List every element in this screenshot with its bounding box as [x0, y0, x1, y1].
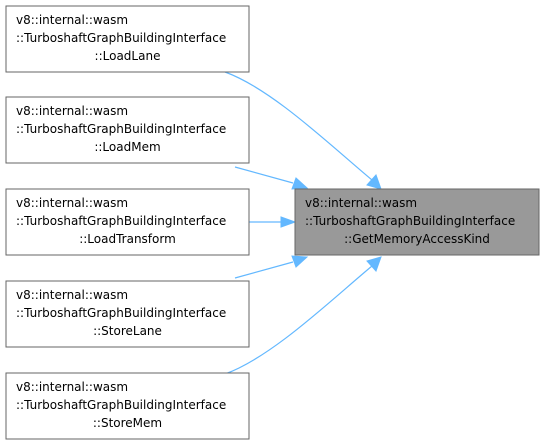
- caller-line-3: ::LoadTransform: [79, 232, 176, 246]
- target-line-1: v8::internal::wasm: [305, 196, 417, 210]
- caller-node-loadlane[interactable]: v8::internal::wasm ::TurboshaftGraphBuil…: [5, 5, 250, 73]
- caller-node-loadtransform[interactable]: v8::internal::wasm ::TurboshaftGraphBuil…: [5, 188, 250, 256]
- edge-loadlane-to-target: [224, 71, 382, 190]
- caller-line-1: v8::internal::wasm: [16, 196, 128, 210]
- edge-loadmem-to-target: [234, 166, 309, 190]
- caller-line-3: ::StoreMem: [93, 416, 162, 430]
- target-line-2: ::TurboshaftGraphBuildingInterface: [305, 214, 515, 228]
- caller-line-2: ::TurboshaftGraphBuildingInterface: [16, 122, 226, 136]
- caller-node-storemem[interactable]: v8::internal::wasm ::TurboshaftGraphBuil…: [5, 372, 250, 440]
- target-line-3: ::GetMemoryAccessKind: [344, 232, 490, 246]
- caller-line-1: v8::internal::wasm: [16, 104, 128, 118]
- edge-storemem-to-target: [224, 256, 382, 375]
- caller-node-loadmem[interactable]: v8::internal::wasm ::TurboshaftGraphBuil…: [5, 96, 250, 164]
- caller-line-1: v8::internal::wasm: [16, 380, 128, 394]
- edge-storelane-to-target: [234, 255, 309, 279]
- caller-line-2: ::TurboshaftGraphBuildingInterface: [16, 214, 226, 228]
- caller-line-1: v8::internal::wasm: [16, 13, 128, 27]
- caller-line-2: ::TurboshaftGraphBuildingInterface: [16, 398, 226, 412]
- caller-line-3: ::StoreLane: [93, 324, 162, 338]
- caller-line-2: ::TurboshaftGraphBuildingInterface: [16, 306, 226, 320]
- caller-line-3: ::LoadLane: [95, 49, 161, 63]
- target-node-getmemoryaccesskind[interactable]: v8::internal::wasm ::TurboshaftGraphBuil…: [294, 188, 540, 256]
- edges: [224, 71, 382, 375]
- caller-node-storelane[interactable]: v8::internal::wasm ::TurboshaftGraphBuil…: [5, 280, 250, 348]
- caller-line-1: v8::internal::wasm: [16, 288, 128, 302]
- caller-line-3: ::LoadMem: [94, 140, 160, 154]
- edge-loadtransform-to-target: [249, 216, 297, 228]
- caller-line-2: ::TurboshaftGraphBuildingInterface: [16, 31, 226, 45]
